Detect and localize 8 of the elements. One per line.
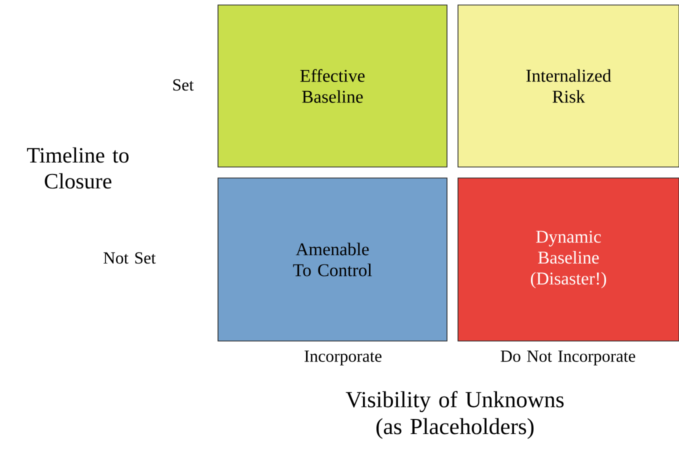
axis-title: Timeline to Closure (27, 147, 129, 189)
quadrant-box: Amenable To Control (218, 178, 448, 342)
quadrant-box: Effective Baseline (218, 4, 448, 168)
quadrant-box: Internalized Risk (458, 4, 679, 168)
quadrant-box: Dynamic Baseline (Disaster!) (458, 178, 679, 342)
axis-title: Visibility of Unknowns (as Placeholders) (346, 391, 564, 439)
axis-label: Set (173, 79, 194, 91)
axis-label: Not Set (104, 252, 156, 264)
